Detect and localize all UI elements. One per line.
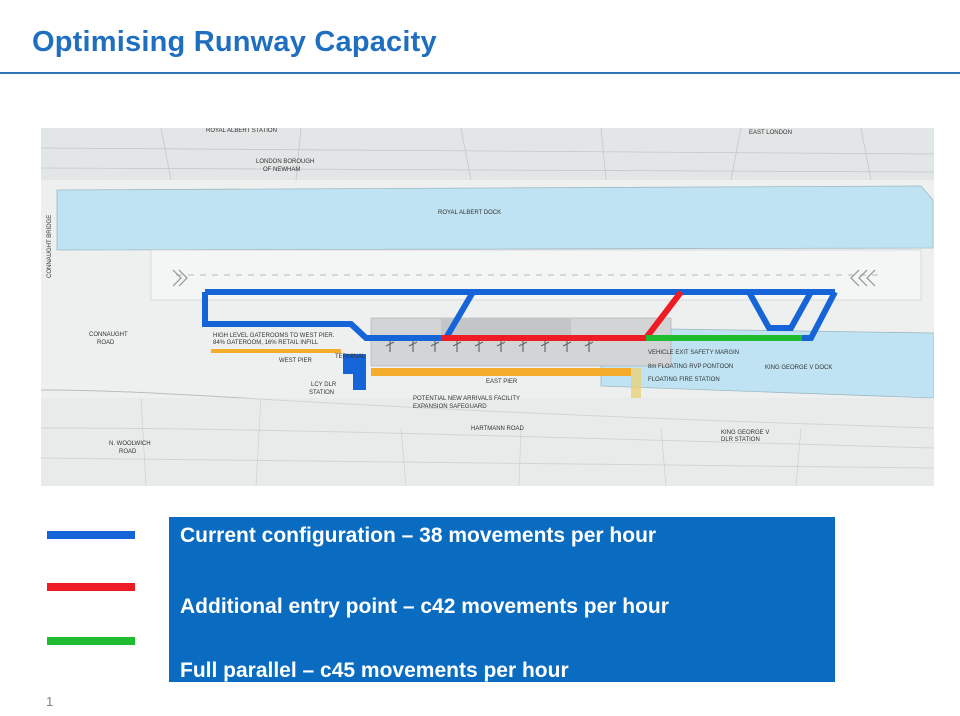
slide-title: Optimising Runway Capacity <box>32 26 437 58</box>
map-label-west-pier: WEST PIER <box>279 358 313 364</box>
map-label-connaught-bridge: CONNAUGHT BRIDGE <box>47 215 53 278</box>
map-label-fire-station: FLOATING FIRE STATION <box>648 377 720 383</box>
map-label-king-george-dock: KING GEORGE V DOCK <box>765 365 832 371</box>
map-label-gaterooms-1: HIGH LEVEL GATEROOMS TO WEST PIER. <box>213 333 335 339</box>
legend-box <box>169 517 835 682</box>
map-label-terminal: TERMINAL <box>335 354 366 360</box>
map-south-urban <box>41 398 934 486</box>
additional-entry-route <box>441 290 684 341</box>
legend-swatch-green <box>47 637 135 645</box>
legend-label-additional: Additional entry point – c42 movements p… <box>180 595 669 618</box>
airport-map: ROYAL ALBERT STATION EAST LONDON LONDON … <box>41 128 934 486</box>
map-label-gaterooms-2: 84% GATEROOM, 16% RETAIL INFILL <box>213 340 319 346</box>
legend-swatch-red <box>47 583 135 591</box>
royal-albert-dock-water <box>56 185 934 251</box>
legend-label-parallel: Full parallel – c45 movements per hour <box>180 659 569 682</box>
king-george-dock-water <box>600 327 934 399</box>
map-label-connaught-road-1: CONNAUGHT <box>89 332 128 338</box>
map-label-lcy-dlr-1: LCY DLR <box>311 382 337 388</box>
map-south-grid <box>140 397 802 486</box>
map-label-connaught-road-2: ROAD <box>97 340 115 346</box>
map-label-borough-2: OF NEWHAM <box>263 167 300 173</box>
map-label-woolwich-1: N. WOOLWICH <box>109 441 151 447</box>
current-configuration-route <box>202 289 838 341</box>
legend-label-current: Current configuration – 38 movements per… <box>180 524 657 547</box>
airport-map-drawing: ROYAL ALBERT STATION EAST LONDON LONDON … <box>41 128 934 486</box>
map-label-east-pier: EAST PIER <box>486 379 518 385</box>
map-label-rvp-pontoon: 8m FLOATING RVP PONTOON <box>648 364 733 370</box>
terminal-building <box>343 354 366 390</box>
map-label-vehicle-exit: VEHICLE EXIT SAFETY MARGIN <box>648 350 739 356</box>
map-label-king-george-station-1: KING GEORGE V <box>721 430 769 436</box>
map-label-arrivals-2: EXPANSION SAFEGUARD <box>413 404 487 410</box>
east-pier <box>371 368 631 376</box>
runway-chevrons <box>172 269 876 287</box>
map-label-king-george-station-2: DLR STATION <box>721 437 760 443</box>
legend-swatch-blue <box>47 531 135 539</box>
west-pier <box>211 349 341 353</box>
page-number: 1 <box>46 694 54 709</box>
aircraft-stands <box>385 340 594 352</box>
map-label-royal-albert-dock: ROYAL ALBERT DOCK <box>438 210 501 216</box>
map-north-urban <box>41 128 934 180</box>
map-label-top-station: ROYAL ALBERT STATION <box>206 128 277 134</box>
title-divider <box>0 72 960 74</box>
map-label-woolwich-2: ROAD <box>119 449 137 455</box>
map-label-hartmann-road: HARTMANN ROAD <box>471 426 525 432</box>
map-label-arrivals-1: POTENTIAL NEW ARRIVALS FACILITY <box>413 396 520 402</box>
taxilane-area <box>441 318 571 340</box>
map-north-streets <box>41 128 934 181</box>
map-label-borough-1: LONDON BOROUGH <box>256 159 314 165</box>
pontoon-area <box>631 368 641 398</box>
map-label-lcy-dlr-2: STATION <box>309 390 334 396</box>
map-label-east-london: EAST LONDON <box>749 130 792 136</box>
